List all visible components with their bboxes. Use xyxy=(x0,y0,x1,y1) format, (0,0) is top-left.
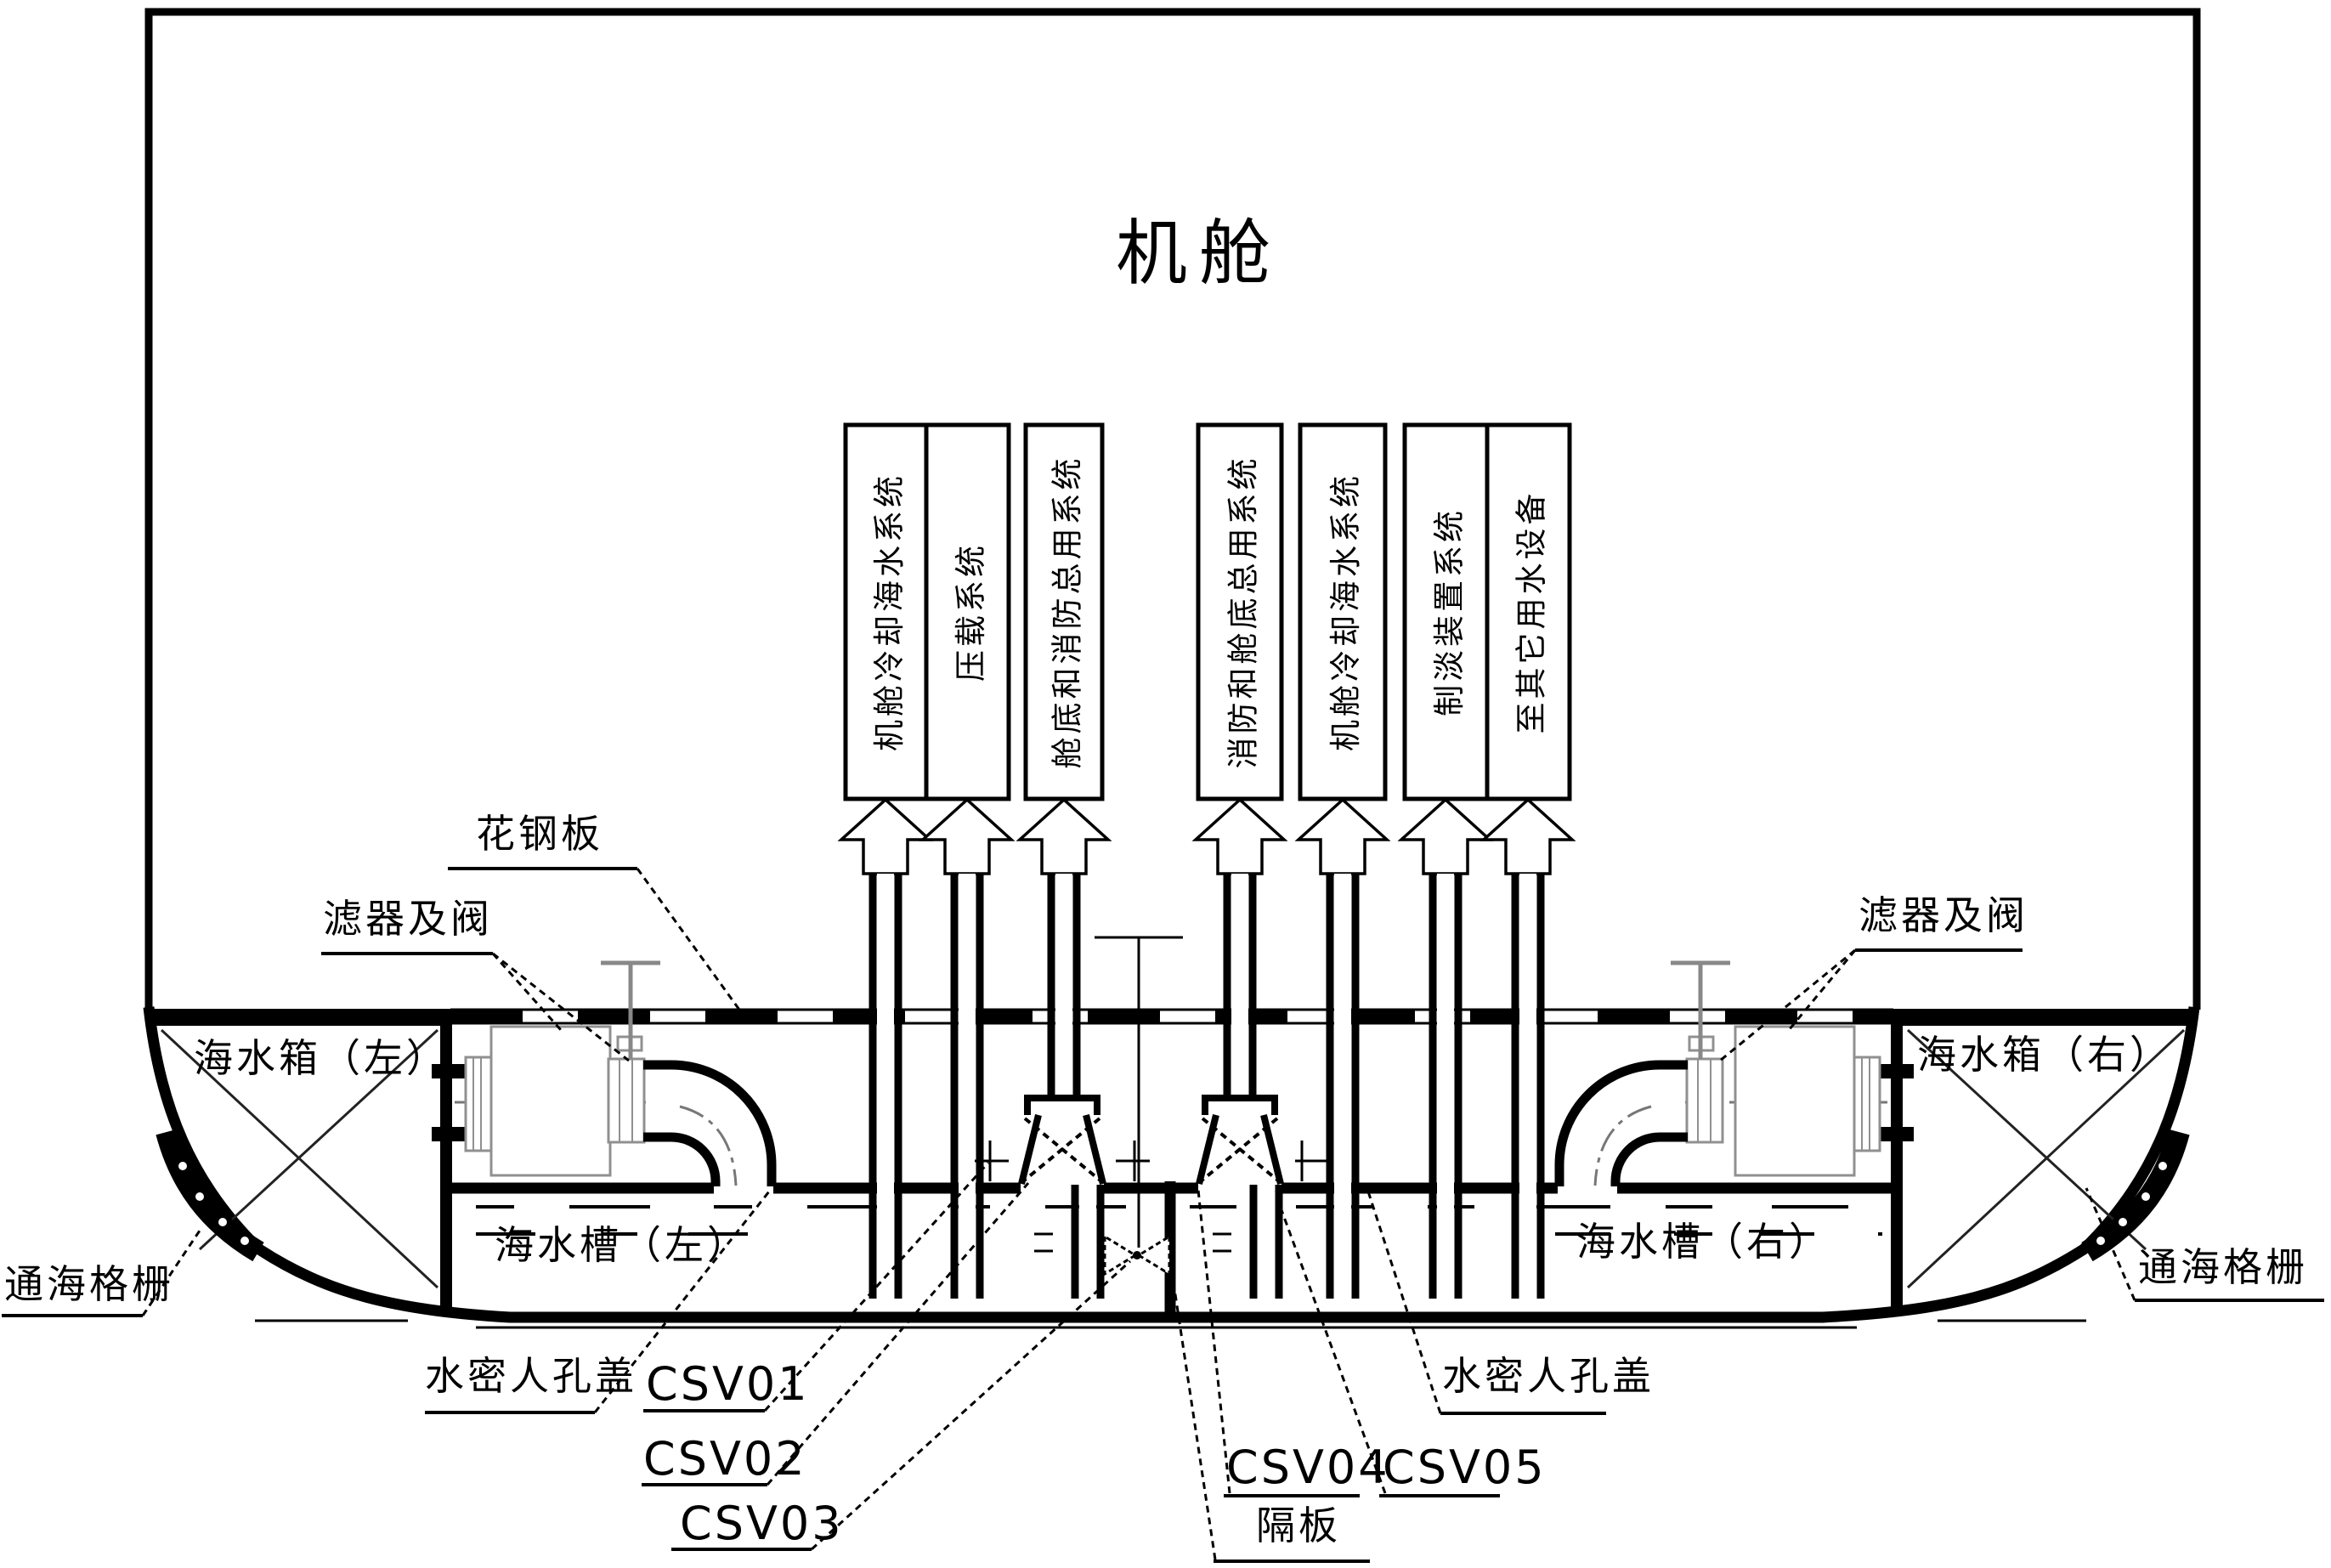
sea-chest-pipe-stubs xyxy=(432,1064,1914,1141)
sea-trough-left-label: 海水槽（左） xyxy=(495,1222,750,1268)
manhole-right-label: 水密人孔盖 xyxy=(1442,1353,1655,1399)
sea-chest-left-label: 海水箱（左） xyxy=(194,1035,449,1081)
system-box-7: 至其它用水设备 xyxy=(1513,490,1550,734)
filter-assembly-right xyxy=(1554,960,1881,1186)
valve-label-csv01: CSV01 xyxy=(646,1357,810,1411)
sea-trough-right-label: 海水槽（右） xyxy=(1576,1219,1831,1265)
valve-label-csv05: CSV05 xyxy=(1383,1441,1547,1494)
cross-valve xyxy=(1095,936,1183,1276)
sea-chest-braces xyxy=(160,1028,2186,1289)
flow-arrows xyxy=(837,797,1576,875)
valve-label-csv04: CSV04 xyxy=(1226,1441,1390,1494)
sea-grid-left-label: 通海格栅 xyxy=(4,1261,174,1307)
suction-bell-left xyxy=(975,1095,1150,1185)
valve-label-csv03: CSV03 xyxy=(680,1497,844,1550)
filter-valve-right-label: 滤器及阀 xyxy=(1859,892,2028,938)
system-box-3: 舱底和消防总用系统 xyxy=(1049,455,1085,769)
engine-room-outline xyxy=(144,8,2201,1313)
system-box-5: 机舱冷却海水系统 xyxy=(1327,473,1364,751)
system-box-2: 压载系统 xyxy=(952,542,989,682)
sea-grating-left xyxy=(156,1129,264,1262)
sea-chest-right-label: 海水箱（右） xyxy=(1917,1032,2172,1078)
centerlines xyxy=(455,1101,1891,1186)
sea-grid-right-label: 通海格栅 xyxy=(2138,1244,2308,1290)
floor-plate-lines xyxy=(450,1008,1893,1025)
hull xyxy=(143,1006,2200,1329)
floor-plate-label: 花钢板 xyxy=(476,811,603,857)
sea-grating-right xyxy=(2081,1129,2190,1262)
filter-assembly-left xyxy=(464,960,777,1186)
filter-valve-left-label: 滤器及阀 xyxy=(323,896,493,942)
engine-room-title: 机舱 xyxy=(1116,212,1283,295)
system-box-1: 机舱冷却海水系统 xyxy=(870,473,908,751)
system-box-4: 消防和舱底总用系统 xyxy=(1225,455,1261,769)
manhole-left-label: 水密人孔盖 xyxy=(425,1353,637,1399)
pipes xyxy=(868,874,1545,1299)
valve-label-csv02: CSV02 xyxy=(643,1432,807,1486)
system-box-6: 制淡装置系统 xyxy=(1430,507,1468,716)
leader-lines xyxy=(2,867,2324,1563)
partition-label: 隔板 xyxy=(1256,1503,1341,1548)
suction-bell-right xyxy=(1196,1095,1329,1185)
system-box-borders xyxy=(843,422,1572,801)
